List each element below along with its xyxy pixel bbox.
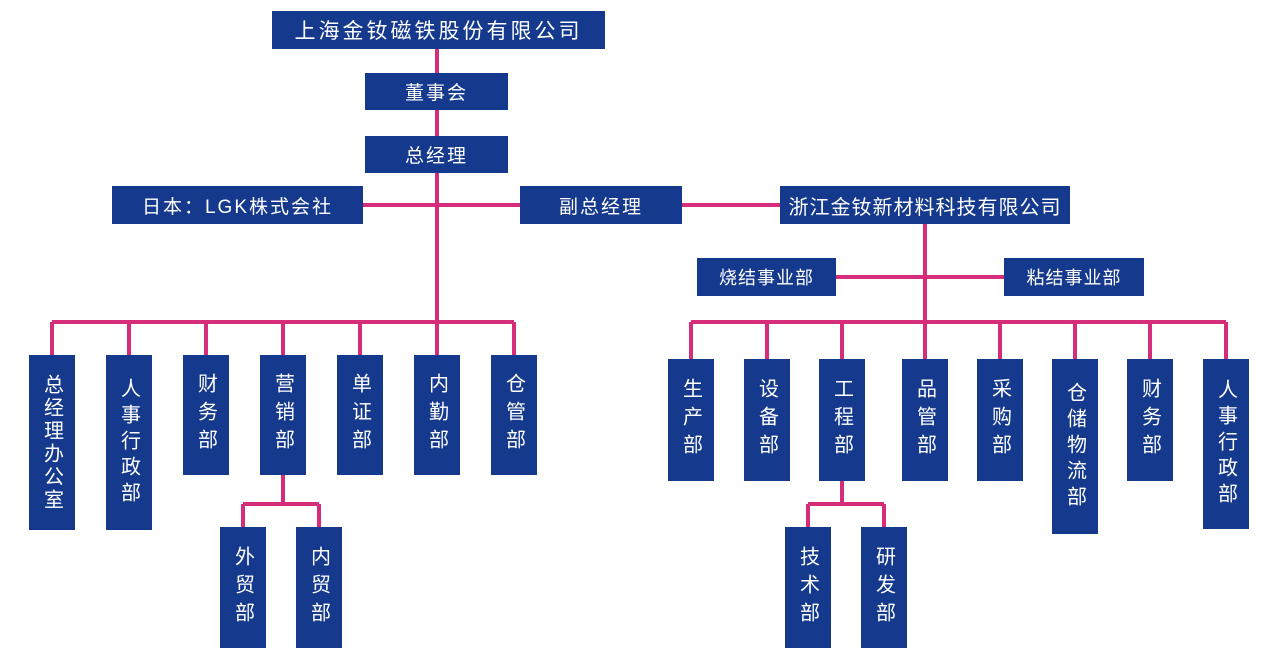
node-dept-sub-finance: 财务部 [1127,359,1173,481]
node-dept-equipment: 设备部 [744,359,790,481]
node-board: 董事会 [365,73,508,110]
node-sintering-division: 烧结事业部 [697,258,836,296]
node-dept-technology: 技术部 [785,527,831,648]
node-dept-gm-office: 总经理办公室 [29,355,75,530]
connector-path [50,49,1228,529]
node-dept-purchasing: 采购部 [977,359,1023,481]
node-dept-domestic-trade: 内贸部 [296,527,342,648]
node-dept-marketing: 营销部 [260,355,306,475]
node-dept-hq-finance: 财务部 [183,355,229,475]
node-dept-documentation: 单证部 [337,355,383,475]
node-dept-warehouse: 仓管部 [491,355,537,475]
node-dept-engineering: 工程部 [819,359,865,481]
node-dept-warehouse-logistics: 仓储物流部 [1052,359,1098,534]
node-dept-quality: 品管部 [902,359,948,481]
node-dept-rnd: 研发部 [861,527,907,648]
node-dept-hq-hr-admin: 人事行政部 [106,355,152,530]
node-company-root: 上海金钕磁铁股份有限公司 [272,11,605,49]
node-dept-production: 生产部 [668,359,714,481]
node-bonded-division: 粘结事业部 [1004,258,1144,296]
node-general-manager: 总经理 [365,136,508,173]
node-japan-lgk: 日本：LGK株式会社 [112,186,363,224]
node-dept-sub-hr-admin: 人事行政部 [1203,359,1249,529]
node-dept-internal-affairs: 内勤部 [414,355,460,475]
node-zhejiang-subsidiary: 浙江金钕新材料科技有限公司 [780,186,1070,224]
node-dept-foreign-trade: 外贸部 [220,527,266,648]
node-deputy-general-manager: 副总经理 [520,186,682,224]
